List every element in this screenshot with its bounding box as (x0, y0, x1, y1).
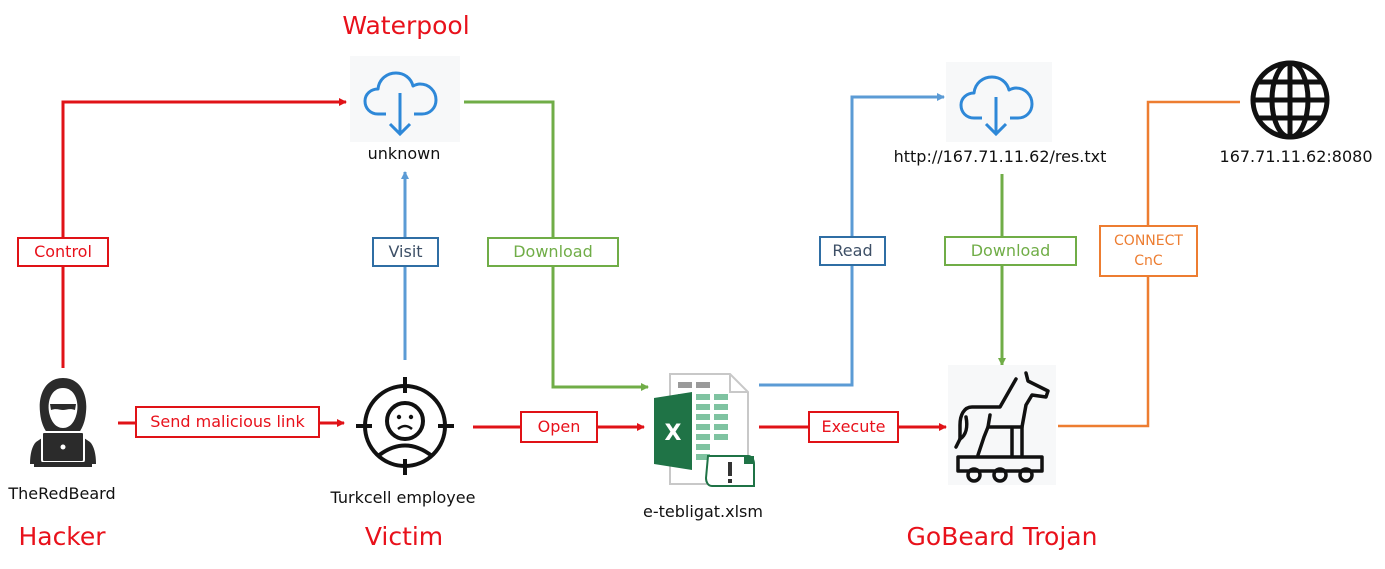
globe-icon (1250, 60, 1330, 140)
edge-label-connect-cnc: CONNECT CnC (1099, 225, 1198, 277)
cloud-download-icon (959, 75, 1034, 137)
payload-server-node (946, 62, 1052, 142)
hacker-name: TheRedBeard (8, 484, 116, 503)
victim-title: Victim (364, 522, 444, 551)
trojan-horse-icon (954, 371, 1050, 483)
edge-label-download-1: Download (487, 237, 619, 267)
edge-label-open: Open (520, 411, 598, 443)
excel-macro-file-icon: X (654, 373, 755, 487)
payload-server-url: http://167.71.11.62/res.txt (893, 147, 1107, 166)
waterpool-title: Waterpool (342, 11, 470, 40)
hacker-title: Hacker (18, 522, 106, 551)
document-node: X (652, 370, 758, 488)
target-person-icon (356, 377, 454, 475)
hacker-icon (30, 378, 96, 467)
cloud-download-icon (363, 71, 438, 137)
waterpool-name: unknown (367, 144, 441, 163)
trojan-title: GoBeard Trojan (906, 522, 1098, 551)
edge-label-control: Control (17, 237, 109, 267)
svg-text:X: X (665, 421, 682, 446)
edge-label-download-2: Download (944, 236, 1077, 266)
edge-control-line (61, 98, 347, 368)
trojan-node (948, 365, 1056, 485)
hacker-node (18, 372, 108, 472)
cnc-server-address: 167.71.11.62:8080 (1219, 147, 1373, 166)
victim-node (352, 373, 458, 479)
cnc-server-node (1240, 58, 1340, 142)
victim-name: Turkcell employee (330, 488, 476, 507)
edge-label-execute: Execute (808, 411, 899, 443)
waterpool-node (350, 56, 460, 142)
edge-label-visit: Visit (372, 237, 439, 267)
edge-label-read: Read (819, 236, 886, 266)
edge-label-send-link: Send malicious link (135, 406, 320, 438)
document-name: e-tebligat.xlsm (643, 502, 763, 521)
